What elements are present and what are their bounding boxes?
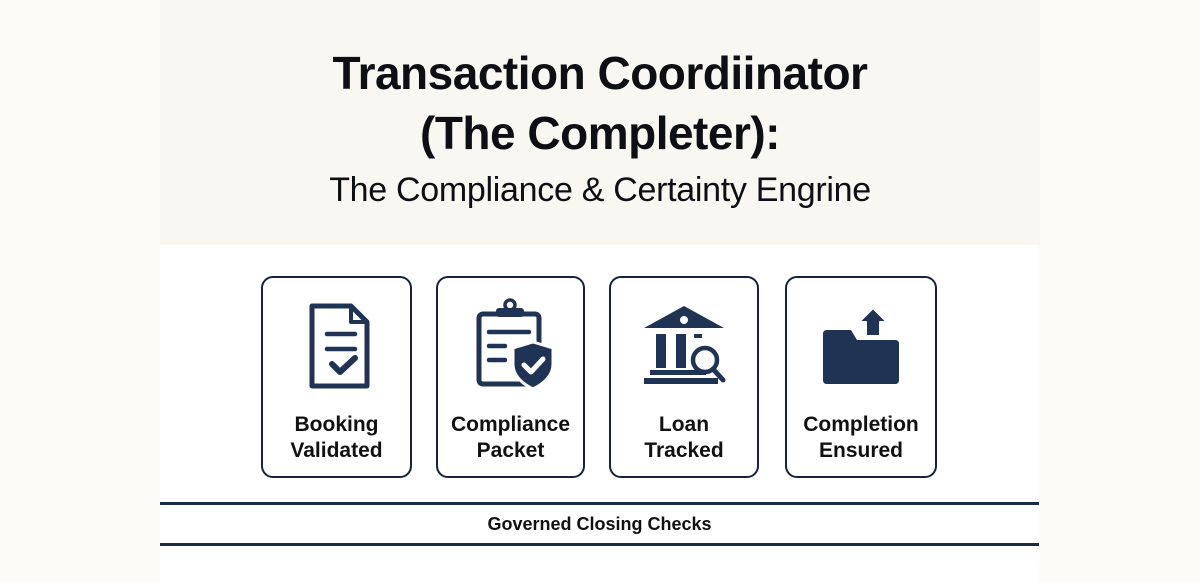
page-title-line-1: Transaction Coordiinator <box>332 47 868 99</box>
checks-panel: Booking Validated Compliance Packet <box>160 245 1039 582</box>
card-label: Loan Tracked <box>644 413 724 462</box>
top-divider <box>160 502 1039 505</box>
card-label: Compliance Packet <box>450 413 571 462</box>
clipboard-shield-icon <box>476 298 554 391</box>
document-check-icon <box>309 303 369 389</box>
page-title-line-2: (The Completer): <box>420 107 781 159</box>
folder-upload-icon <box>823 307 899 384</box>
card-compliance-packet: Compliance Packet <box>436 276 585 478</box>
card-label: Completion Ensured <box>803 413 919 462</box>
bottom-divider <box>160 543 1039 546</box>
card-completion-ensured: Completion Ensured <box>785 276 937 478</box>
footer-label: Governed Closing Checks <box>487 514 712 534</box>
page-subtitle: The Compliance & Certainty Engrine <box>329 171 871 209</box>
card-label: Booking Validated <box>290 413 383 462</box>
bank-search-icon <box>644 306 726 384</box>
card-loan-tracked: Loan Tracked <box>609 276 759 478</box>
card-booking-validated: Booking Validated <box>261 276 412 478</box>
header: Transaction Coordiinator (The Completer)… <box>160 0 1040 245</box>
